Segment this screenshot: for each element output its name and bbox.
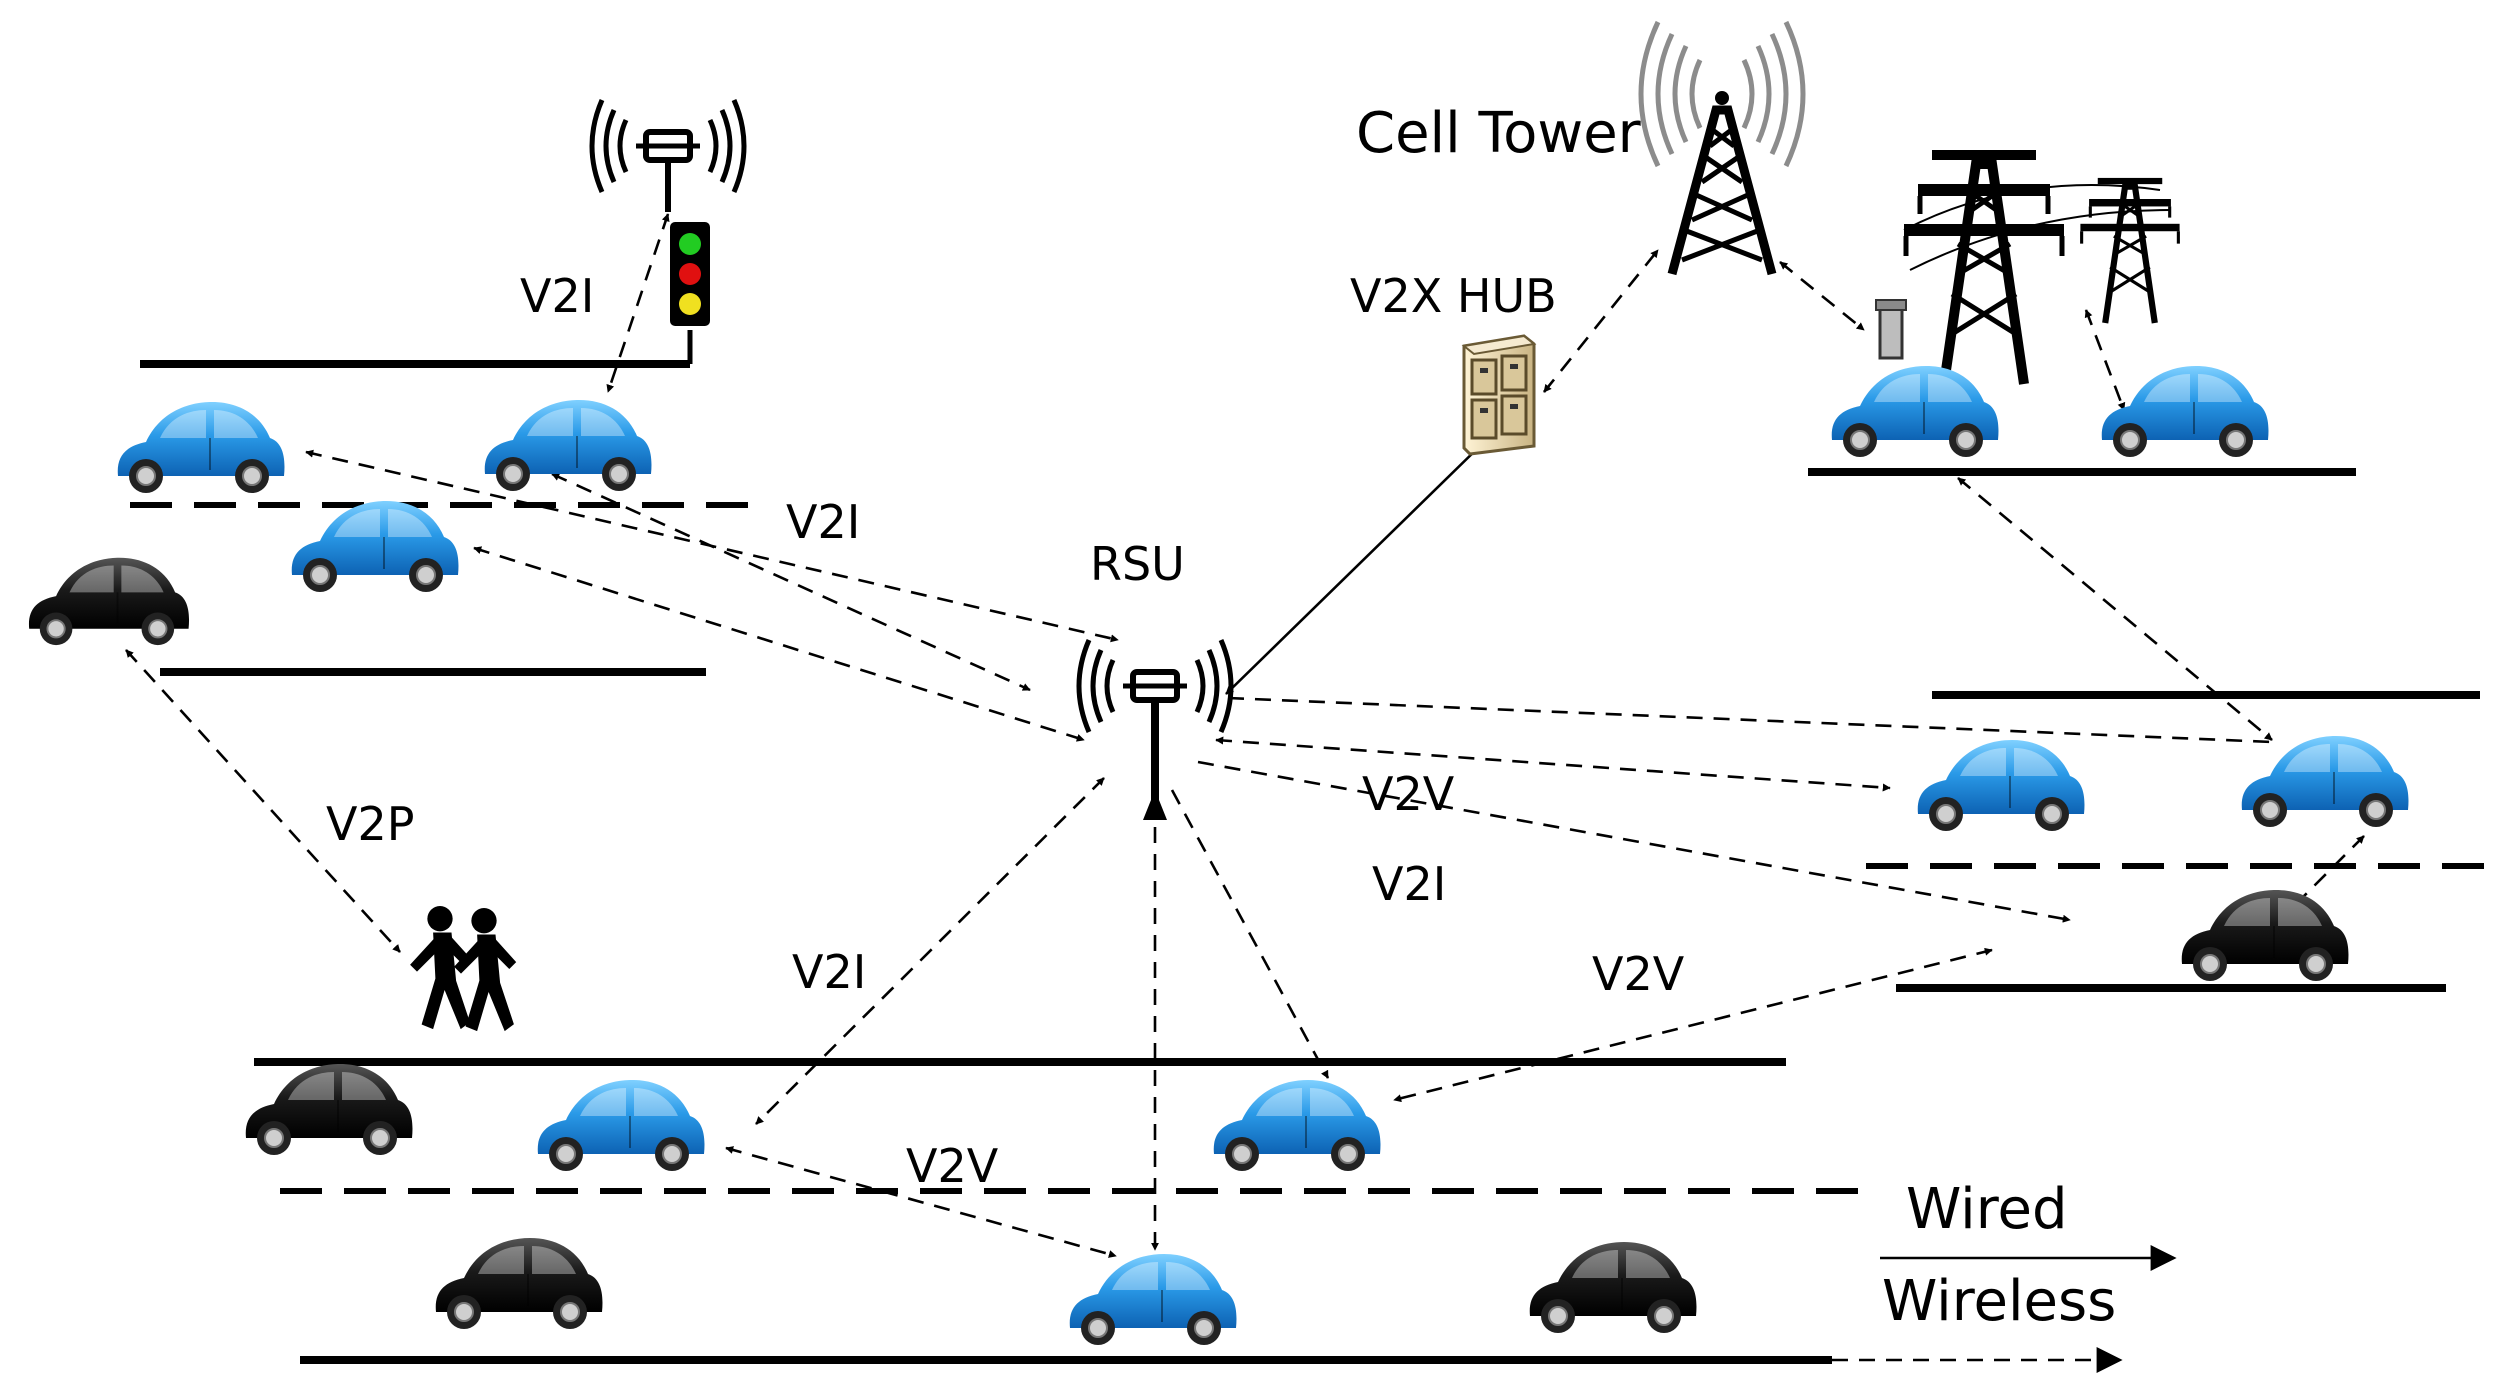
v2x-hub-label: V2X HUB <box>1350 269 1557 323</box>
car-icon <box>2180 889 2350 982</box>
car-icon <box>434 1237 604 1330</box>
car-icon <box>290 500 460 593</box>
car-icon <box>116 401 286 494</box>
v2v-center-label: V2V <box>1362 767 1455 821</box>
car-icon <box>1916 739 2086 832</box>
pedestrians-icon <box>410 906 517 1032</box>
car-icon <box>1830 365 2000 458</box>
legend-wireless-label: Wireless <box>1882 1269 2116 1334</box>
car-icon <box>2100 365 2270 458</box>
car-icon <box>1212 1079 1382 1172</box>
labels: Cell Tower V2X HUB RSU V2I V2I V2P V2V V… <box>326 101 2116 1334</box>
v2i-lower-label: V2I <box>792 945 866 999</box>
legend-wired-label: Wired <box>1906 1177 2068 1242</box>
v2i-top-label: V2I <box>520 269 594 323</box>
car-icon <box>483 399 653 492</box>
car-icon <box>2240 735 2410 828</box>
traffic-light-icon <box>670 222 710 326</box>
v2i-center-label: V2I <box>1372 857 1446 911</box>
charging-station-icon <box>1875 299 1907 360</box>
car-icon <box>27 556 190 647</box>
communication-links <box>125 213 2365 1373</box>
rsu-label: RSU <box>1090 537 1185 591</box>
car-icon <box>536 1079 706 1172</box>
server-hub-icon <box>1461 334 1537 456</box>
car-icon <box>1068 1253 1238 1346</box>
car-icon <box>1528 1241 1698 1334</box>
power-pylon-icon <box>1904 150 2064 384</box>
v2i-upper-label: V2I <box>786 495 860 549</box>
cell-tower-label: Cell Tower <box>1356 101 1642 166</box>
v2v-bottom-label: V2V <box>906 1139 999 1193</box>
car-icon <box>244 1063 414 1156</box>
roads <box>130 360 2494 1364</box>
cell-tower-icon <box>1638 20 1806 276</box>
v2p-label: V2P <box>326 797 414 851</box>
power-pylon-icon <box>2080 178 2179 323</box>
v2v-right-label: V2V <box>1592 947 1685 1001</box>
